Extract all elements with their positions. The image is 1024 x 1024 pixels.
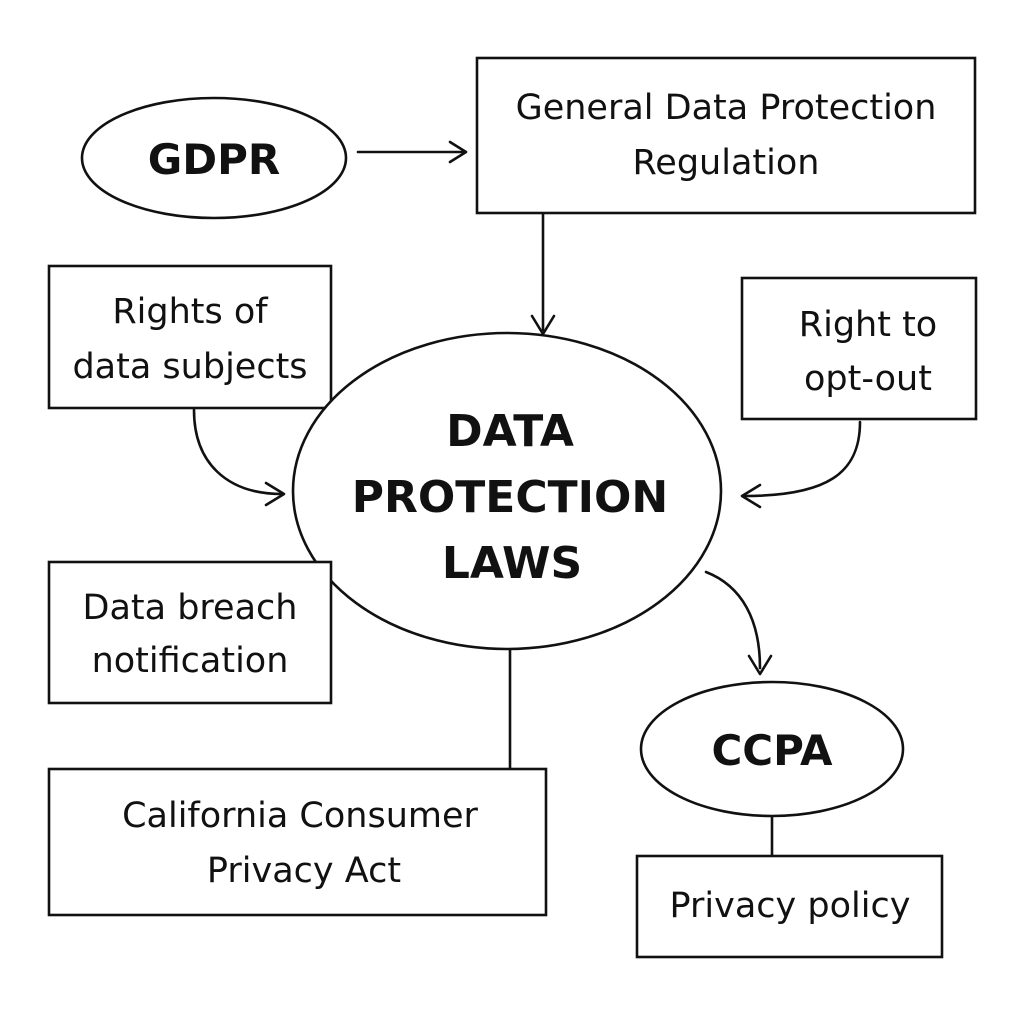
node-breach-line-1: Data breach xyxy=(83,588,298,628)
node-center: DATA PROTECTION LAWS xyxy=(291,331,723,651)
node-right-optout-line-2: opt-out xyxy=(804,359,932,399)
node-center-line-3: LAWS xyxy=(442,538,582,589)
node-ccpa-full: California Consumer Privacy Act xyxy=(47,767,548,917)
node-privacy-policy-label: Privacy policy xyxy=(670,886,911,926)
node-gdpr-label: GDPR xyxy=(148,135,280,184)
node-privacy-policy: Privacy policy xyxy=(635,854,944,959)
node-ccpa: CCPA xyxy=(639,680,905,818)
edge-right-optout-to-center xyxy=(740,420,862,509)
edge-rights-subjects-to-center xyxy=(192,408,286,507)
edge-gdpr-full-to-center xyxy=(530,212,556,336)
node-rights-subjects: Rights of data subjects xyxy=(47,264,333,410)
node-right-optout: Right to opt-out xyxy=(740,276,978,421)
node-center-line-1: DATA xyxy=(446,406,574,457)
node-breach-line-2: notification xyxy=(92,641,289,681)
node-ccpa-label: CCPA xyxy=(711,726,833,775)
node-rights-subjects-line-2: data subjects xyxy=(72,347,307,387)
edge-gdpr-to-gdpr-full xyxy=(356,140,468,164)
edge-center-to-ccpa xyxy=(704,570,773,676)
node-ccpa-full-line-1: California Consumer xyxy=(122,796,478,836)
node-center-line-2: PROTECTION xyxy=(352,472,669,523)
node-right-optout-line-1: Right to xyxy=(799,305,937,345)
node-rights-subjects-line-1: Rights of xyxy=(112,292,268,332)
node-gdpr-full-line-1: General Data Protection xyxy=(516,88,937,128)
node-gdpr-full: General Data Protection Regulation xyxy=(475,56,977,215)
node-gdpr-full-line-2: Regulation xyxy=(633,143,820,183)
node-ccpa-full-line-2: Privacy Act xyxy=(207,851,401,891)
node-gdpr: GDPR xyxy=(80,96,348,220)
node-breach: Data breach notification xyxy=(47,560,333,705)
